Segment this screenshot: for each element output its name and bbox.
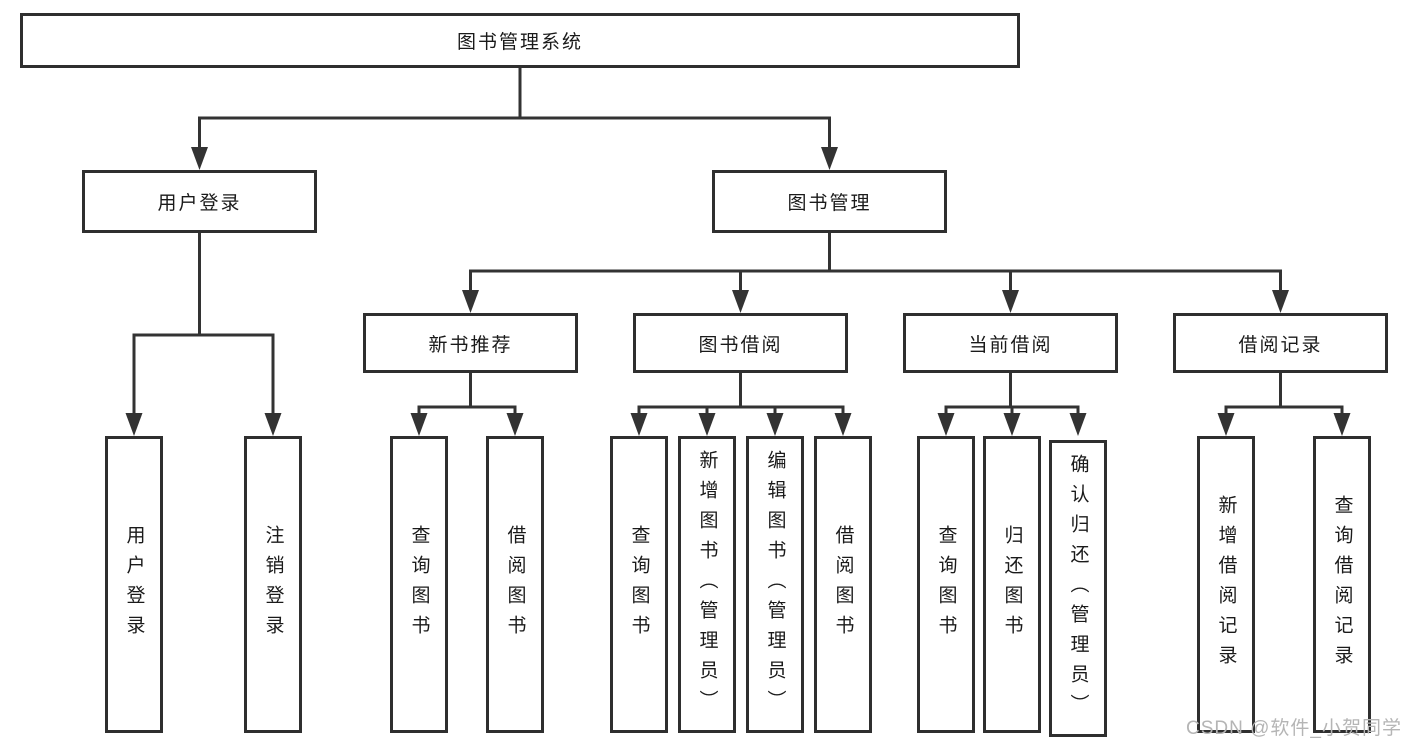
node-label: 图书管理系统 [456,32,583,53]
node-label: 注销登录 [262,524,284,645]
node-label: 确认归还（管理员） [1067,453,1089,724]
leaf-borrow-books-borrowing: 借阅图书 [814,436,872,733]
node-user-login: 用户登录 [82,170,317,233]
node-borrowing-records: 借阅记录 [1173,313,1388,373]
arrowhead-icons [125,147,1351,436]
node-label: 图书借阅 [698,334,783,356]
leaf-user-login: 用户登录 [105,436,163,733]
node-library-management-system: 图书管理系统 [20,13,1020,68]
node-label: 查询图书 [408,524,430,645]
node-label: 借阅记录 [1238,334,1323,356]
node-label: 查询图书 [628,524,650,645]
leaf-logout: 注销登录 [244,436,302,733]
node-label: 查询借阅记录 [1331,494,1353,675]
leaf-add-books-admin: 新增图书（管理员） [678,436,736,733]
node-new-book-recommendation: 新书推荐 [363,313,578,373]
leaf-query-borrow-record: 查询借阅记录 [1313,436,1371,733]
leaf-add-borrow-record: 新增借阅记录 [1197,436,1255,733]
leaf-return-books: 归还图书 [983,436,1041,733]
node-book-borrowing: 图书借阅 [633,313,848,373]
leaf-confirm-return-admin: 确认归还（管理员） [1049,440,1107,737]
node-label: 归还图书 [1001,524,1023,645]
node-label: 查询图书 [935,524,957,645]
node-label: 用户登录 [157,193,242,214]
leaf-query-books-recommend: 查询图书 [390,436,448,733]
leaf-query-books-borrowing: 查询图书 [610,436,668,733]
node-label: 新增借阅记录 [1215,494,1237,675]
leaf-borrow-books-recommend: 借阅图书 [486,436,544,733]
node-label: 用户登录 [123,524,145,645]
csdn-watermark: CSDN @软件_小贺同学 [1186,718,1402,739]
leaf-query-books-current: 查询图书 [917,436,975,733]
node-label: 新增图书（管理员） [696,449,718,720]
node-book-management: 图书管理 [712,170,947,233]
node-label: 新书推荐 [428,334,513,356]
node-label: 当前借阅 [968,334,1053,356]
node-current-borrowing: 当前借阅 [903,313,1118,373]
node-label: 图书管理 [787,193,872,214]
node-label: 借阅图书 [504,524,526,645]
leaf-edit-books-admin: 编辑图书（管理员） [746,436,804,733]
node-label: 借阅图书 [832,524,854,645]
node-label: 编辑图书（管理员） [764,449,786,720]
